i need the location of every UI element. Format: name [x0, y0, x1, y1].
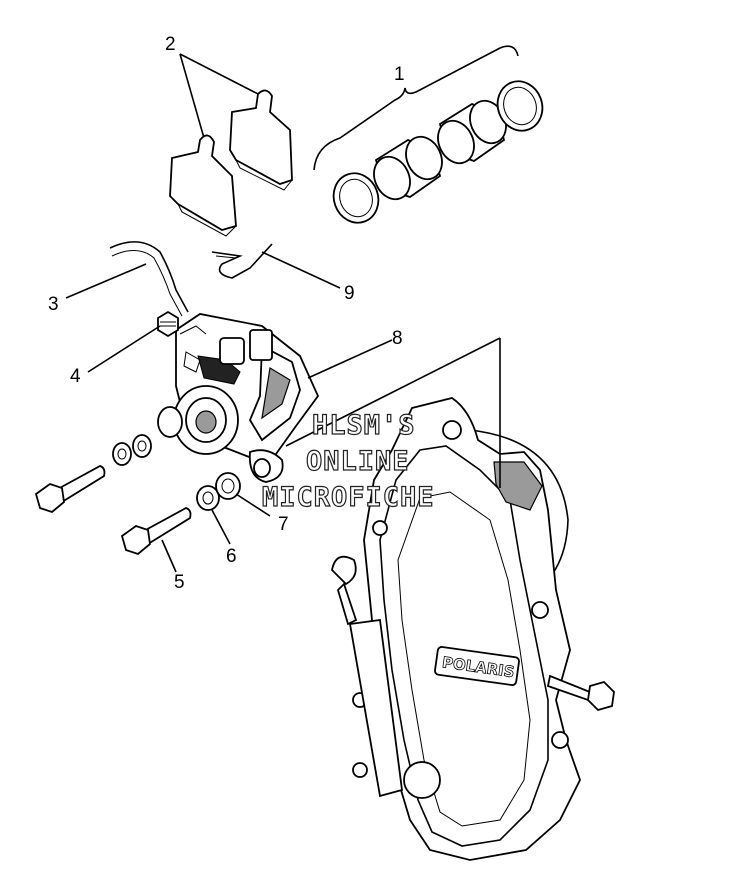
- lock-washer: [196, 485, 220, 511]
- brake-line: [109, 241, 189, 317]
- washer-pair-upper: [112, 434, 152, 466]
- mounting-bolt-upper: [34, 465, 106, 514]
- housing-bolt: [546, 674, 615, 712]
- callout-3: 3: [48, 294, 59, 315]
- callout-9: 9: [344, 283, 355, 304]
- callout-labels: 1 2 3 4 5 6 7 8 9: [48, 34, 405, 593]
- chaincase-housing: POLARIS: [352, 397, 581, 861]
- watermark-line-3: MICROFICHE: [262, 482, 435, 513]
- piston-seal-set: [313, 45, 544, 224]
- callout-5: 5: [174, 572, 185, 593]
- mounting-bolt-lower: [120, 507, 192, 556]
- callout-6: 6: [226, 546, 237, 567]
- callout-7: 7: [278, 514, 289, 535]
- seal-ring-right: [496, 80, 544, 132]
- piston-left: [373, 135, 443, 201]
- callout-8: 8: [392, 328, 403, 349]
- piston-right: [437, 99, 507, 165]
- retaining-clip: [211, 243, 273, 279]
- caliper-body: [157, 313, 320, 483]
- watermark: HLSM'S ONLINE MICROFICHE: [261, 409, 435, 513]
- callout-4: 4: [70, 366, 81, 387]
- callout-2: 2: [165, 34, 176, 55]
- bleeder-screw: [157, 310, 179, 338]
- brake-pads: [169, 53, 293, 237]
- seal-ring-left: [332, 172, 380, 224]
- callout-1: 1: [394, 64, 405, 85]
- watermark-line-1: HLSM'S: [312, 410, 416, 441]
- leader-lines: [65, 251, 501, 573]
- tensioner-rod: [331, 555, 403, 798]
- watermark-line-2: ONLINE: [306, 446, 410, 477]
- flat-washer: [215, 472, 241, 500]
